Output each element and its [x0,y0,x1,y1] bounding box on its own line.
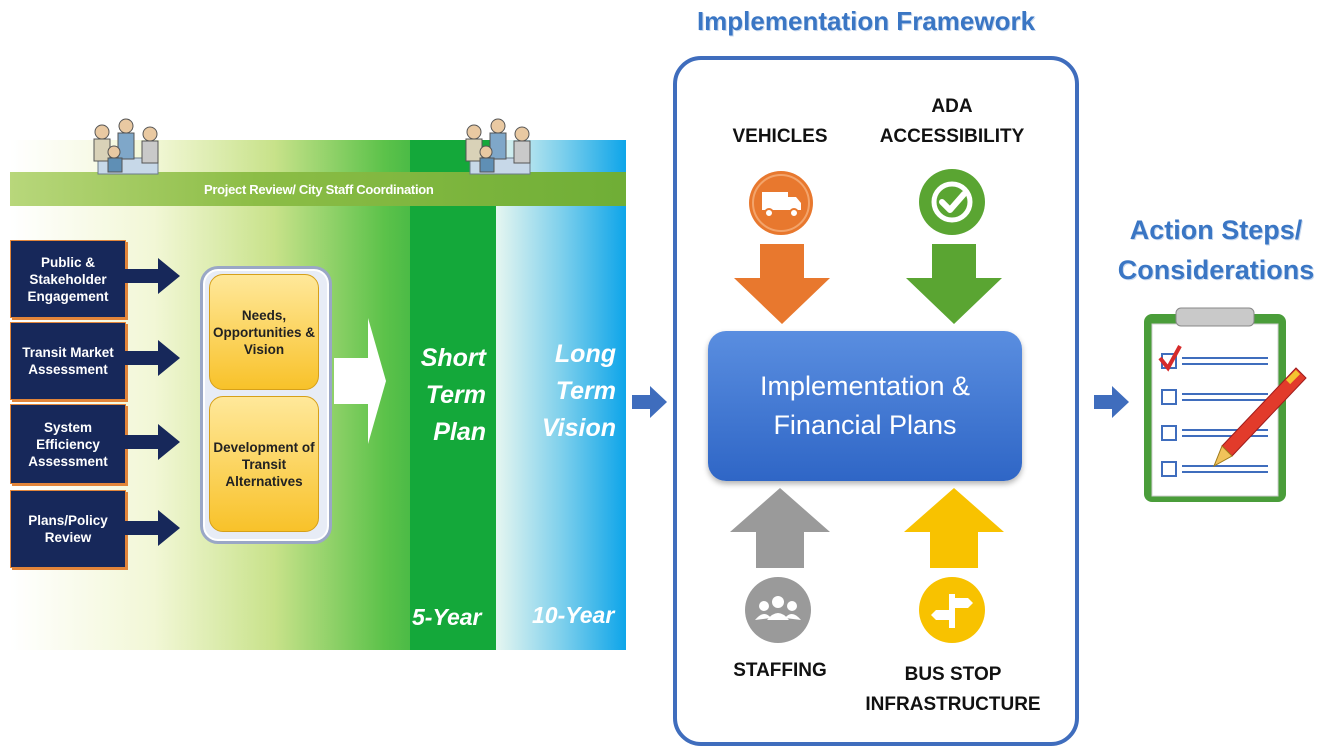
input-system-efficiency: System Efficiency Assessment [10,404,126,484]
implementation-financial-plans-box: Implementation & Financial Plans [708,331,1022,481]
team-meeting-illustration-2 [465,118,531,175]
short-term-plan-label: Short Term Plan [420,344,486,446]
input-transit-market: Transit Market Assessment [10,322,126,400]
arrow-right-icon [124,258,180,294]
checkmark-icon [919,169,985,235]
ten-year-label: 10-Year [532,602,615,628]
long-term-vision-label: Long Term Vision [541,340,616,442]
input-public-engagement: Public & Stakeholder Engagement [10,240,126,318]
team-meeting-illustration [93,118,159,175]
short-term-column [410,140,496,650]
action-steps-title: Action Steps/ Considerations [1117,215,1315,285]
arrow-down-icon [734,244,830,324]
arrow-down-icon [906,244,1002,324]
arrow-right-icon [632,386,667,418]
coordination-label: Project Review/ City Staff Coordination [204,182,434,197]
arrow-up-icon [904,488,1004,568]
big-arrow-right-icon [334,318,386,444]
arrow-right-icon [124,510,180,546]
signpost-icon [919,577,985,643]
needs-opportunities-box: Needs, Opportunities & Vision [209,274,319,390]
framework-title: Implementation Framework [696,6,1036,36]
bus-stop-label: BUS STOP INFRASTRUCTURE [865,664,1041,715]
people-icon [745,577,811,643]
clipboard-checklist-icon [1144,307,1307,502]
long-term-column [496,140,626,650]
arrow-up-icon [730,488,830,568]
arrow-right-icon [124,424,180,460]
vehicles-label: VEHICLES [732,126,828,147]
ada-label: ADA ACCESSIBILITY [879,96,1025,147]
coordination-bar [10,172,626,206]
input-plans-policy: Plans/Policy Review [10,490,126,568]
five-year-label: 5-Year [412,604,482,630]
arrow-right-icon [124,340,180,376]
truck-icon [749,171,813,235]
staffing-label: STAFFING [733,660,827,681]
arrow-right-icon [1094,386,1129,418]
transit-alternatives-box: Development of Transit Alternatives [209,396,319,532]
